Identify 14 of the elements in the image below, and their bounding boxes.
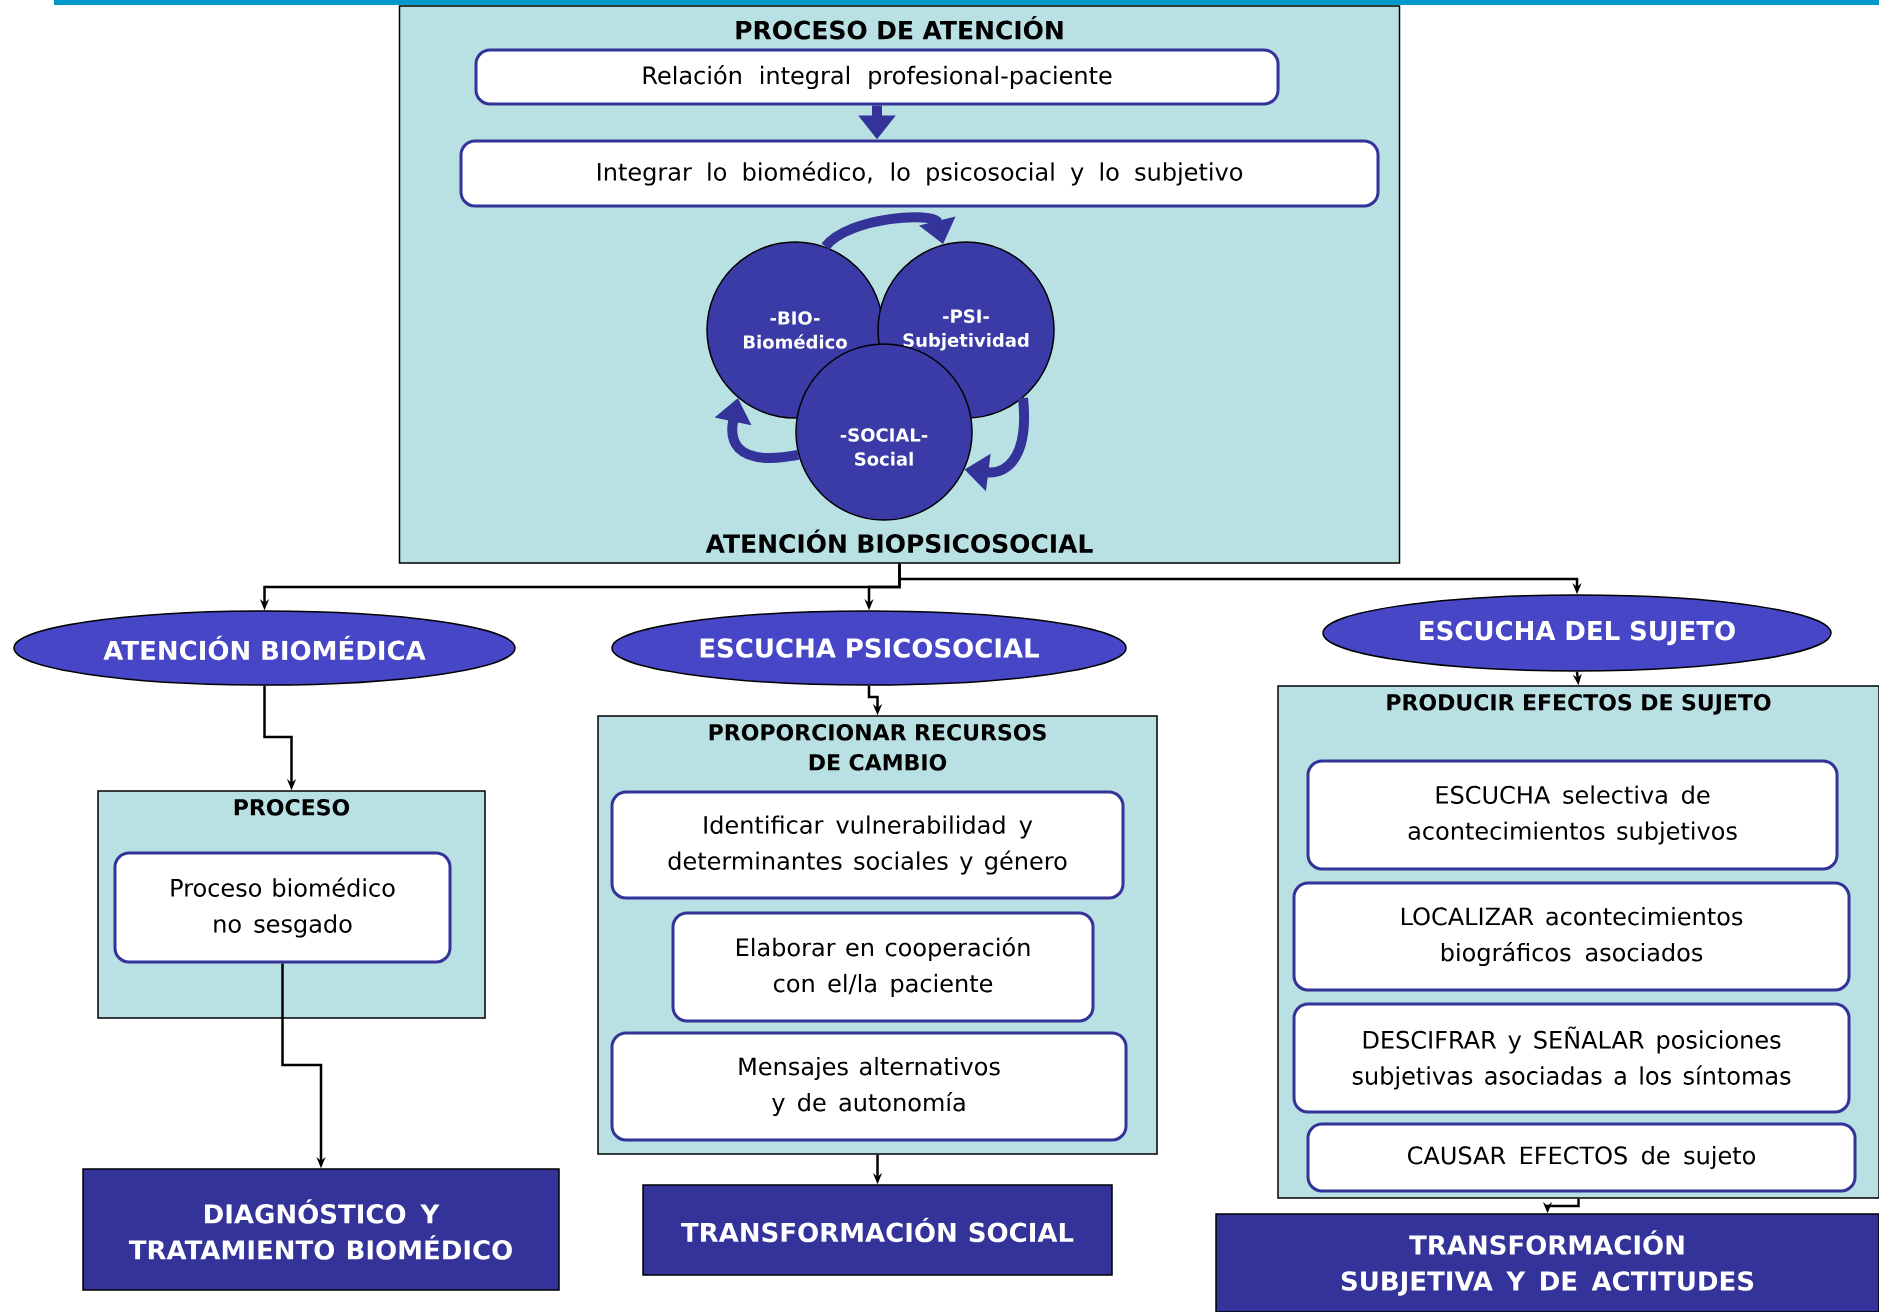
result-box: TRANSFORMACIÓN SOCIAL bbox=[642, 1184, 1113, 1276]
rounded-box: Relación integral profesional-paciente bbox=[474, 48, 1280, 106]
rounded-box: Mensajes alternativos y de autonomía bbox=[610, 1031, 1128, 1142]
result-box: TRANSFORMACIÓN SUBJETIVA Y DE ACTITUDES bbox=[1215, 1213, 1879, 1312]
result-box: DIAGNÓSTICO Y TRATAMIENTO BIOMÉDICO bbox=[82, 1168, 560, 1291]
rounded-box: Identificar vulnerabilidad y determinantes sociales y género bbox=[610, 790, 1125, 900]
rounded-box: Proceso biomédico no sesgado bbox=[113, 851, 452, 964]
rounded-box: ESCUCHA selectiva de acontecimientos subjetivos bbox=[1306, 759, 1839, 871]
rounded-box: Elaborar en cooperación con el/la paciente bbox=[671, 911, 1095, 1023]
rounded-box: CAUSAR EFECTOS de sujeto bbox=[1306, 1122, 1857, 1193]
rounded-box: Integrar lo biomédico, lo psicosocial y lo subjetivo bbox=[459, 139, 1380, 208]
block-arrow bbox=[821, 212, 956, 251]
rounded-box: LOCALIZAR acontecimientos biográficos asociados bbox=[1292, 881, 1851, 992]
rounded-box: DESCIFRAR y SEÑALAR posiciones subjetivas asociadas a los síntomas bbox=[1292, 1002, 1851, 1114]
